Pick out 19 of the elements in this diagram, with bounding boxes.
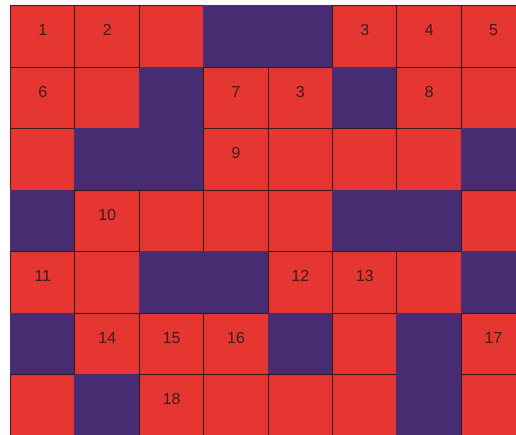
clue-number: 4 <box>424 23 434 39</box>
clue-number: 2 <box>102 23 112 39</box>
clue-number: 5 <box>488 23 498 39</box>
clue-number: 11 <box>34 269 51 285</box>
clue-number: 7 <box>231 84 240 100</box>
clue-number: 8 <box>424 84 434 100</box>
clue-number: 14 <box>98 330 116 346</box>
clue-number: 12 <box>291 269 310 285</box>
clue-number: 13 <box>356 269 374 285</box>
clue-number: 10 <box>98 208 116 224</box>
clue-number: 15 <box>162 330 180 346</box>
clue-number: 18 <box>162 392 180 408</box>
clue-number: 17 <box>484 330 502 346</box>
clue-number: 6 <box>38 84 48 100</box>
clue-number: 16 <box>226 330 245 346</box>
clue-number: 1 <box>38 23 48 39</box>
clue-number: 3 <box>296 84 305 100</box>
clue-number: 9 <box>231 146 240 162</box>
clue-number: 3 <box>360 23 370 39</box>
